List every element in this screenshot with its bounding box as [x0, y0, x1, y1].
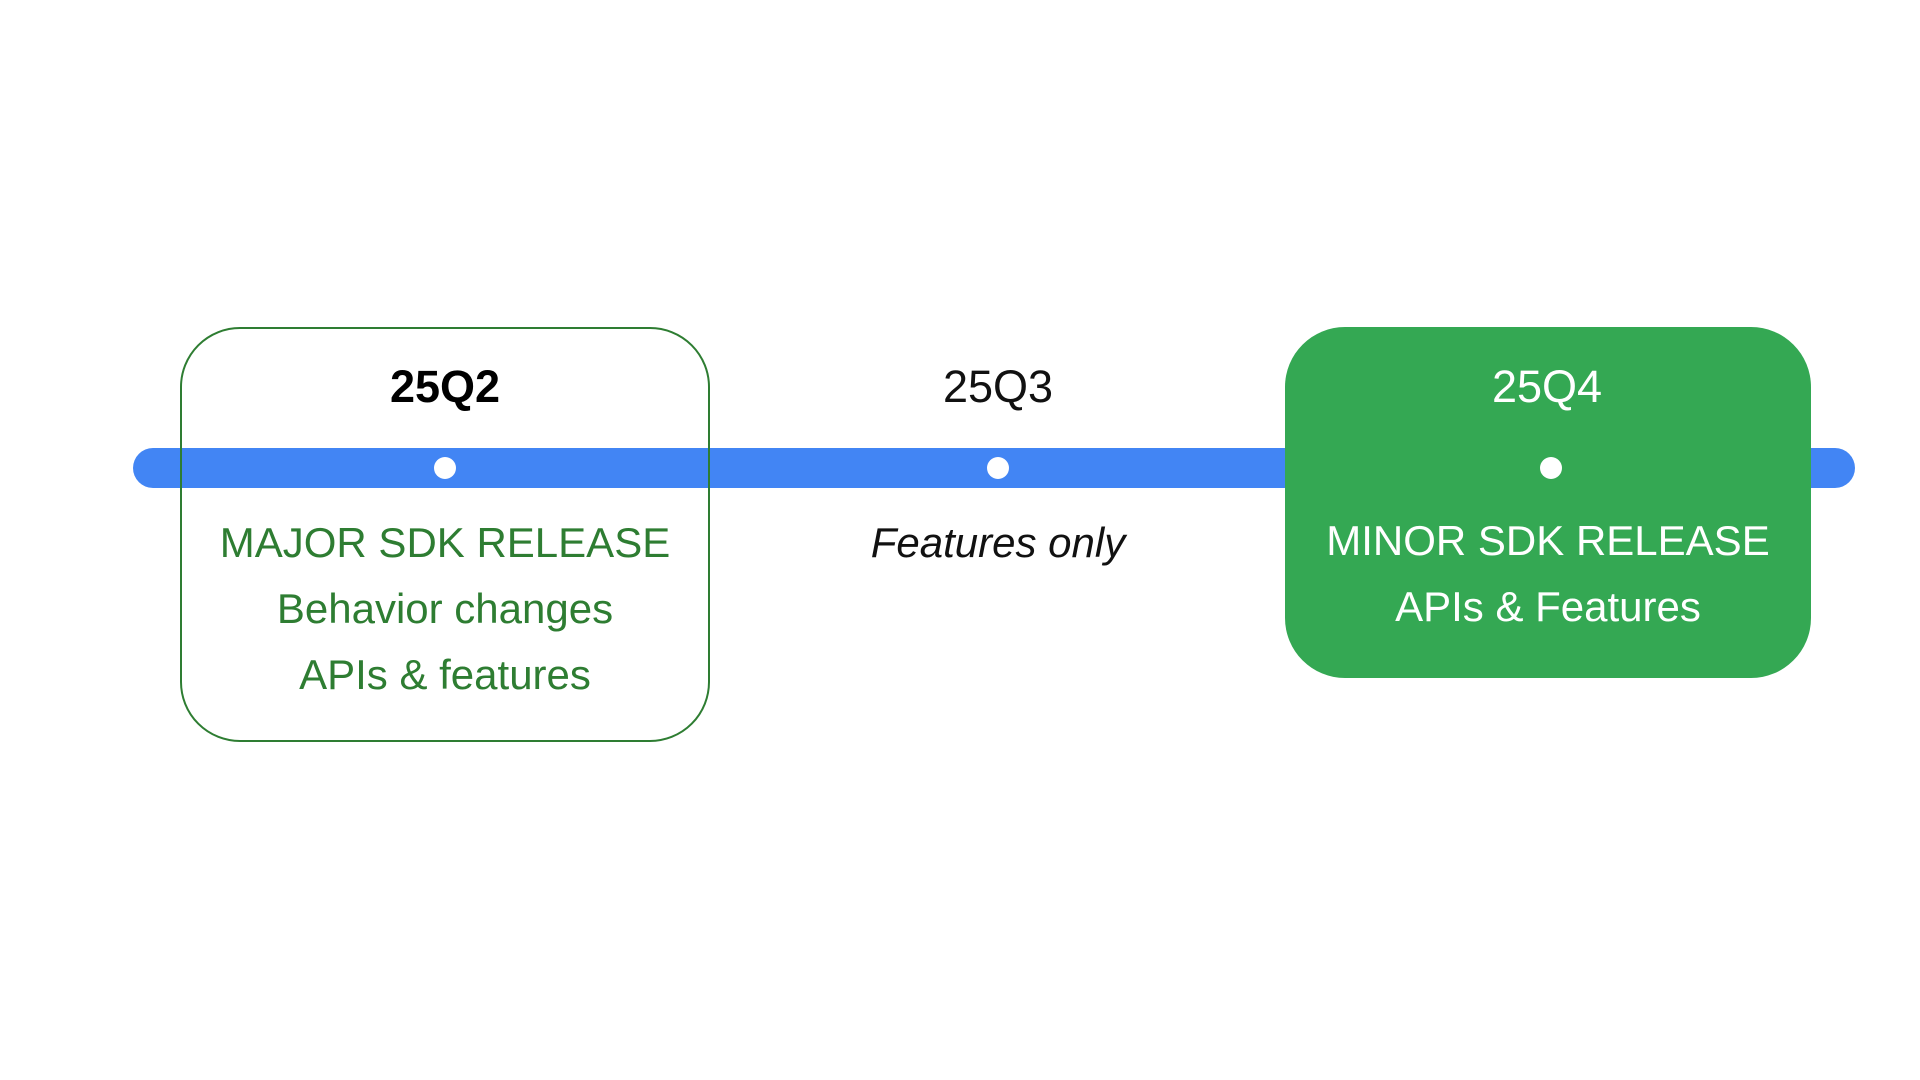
- quarter-label-25q2: 25Q2: [389, 361, 501, 412]
- quarter-label-25q4: 25Q4: [1491, 361, 1603, 412]
- minor-release-apis: APIs & Features: [1395, 583, 1701, 630]
- quarter-label-25q3: 25Q3: [942, 361, 1054, 412]
- major-release-box: [180, 327, 710, 742]
- milestone-dot-25q3: [987, 457, 1009, 479]
- features-only-note: Features only: [870, 519, 1126, 566]
- minor-release-title: MINOR SDK RELEASE: [1326, 517, 1770, 564]
- milestone-dot-25q4: [1540, 457, 1562, 479]
- minor-release-description: MINOR SDK RELEASE APIs & Features: [1285, 508, 1811, 640]
- major-release-title: MAJOR SDK RELEASE: [219, 519, 671, 566]
- major-release-description: MAJOR SDK RELEASE Behavior changes APIs …: [180, 510, 710, 708]
- major-release-apis: APIs & features: [299, 651, 591, 698]
- minor-release-box: [1285, 327, 1811, 678]
- major-release-behavior: Behavior changes: [276, 585, 614, 632]
- milestone-dot-25q2: [434, 457, 456, 479]
